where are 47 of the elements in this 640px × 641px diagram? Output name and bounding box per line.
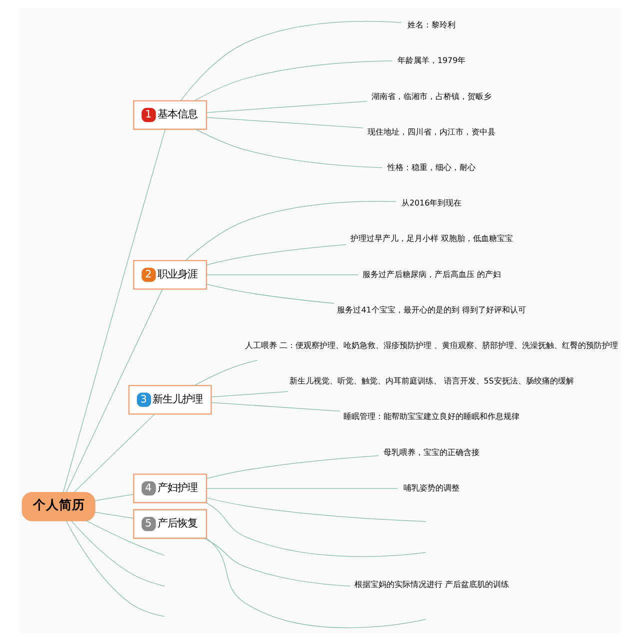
connector (71, 520, 165, 586)
node-box: 2 职业身涯 (133, 260, 208, 290)
node-text: 哺乳姿势的调整 (404, 483, 460, 492)
connector (74, 414, 155, 493)
connector (66, 520, 165, 617)
node-text: 睡眠管理：能帮助宝宝建立良好的睡眠和作息规律 (344, 412, 520, 422)
node-box: 个人简历 (22, 492, 96, 522)
connector (206, 244, 347, 266)
connector (94, 512, 134, 519)
connector (211, 391, 288, 398)
connector (185, 200, 396, 261)
connector (206, 502, 426, 557)
node-text: 新生儿视觉、听觉、触觉、内耳前庭训练、 语言开发、5S安抚法、肠绞痛的缓解 (289, 376, 574, 386)
node-text: 母乳喂养，宝宝的正确含接 (384, 448, 480, 457)
node-text: 湖南省，临湘市，占桥镇，贺畈乡 (372, 92, 492, 101)
node-text: 服务过产后糖尿病，产后高血压 的产妇 (362, 270, 501, 279)
node-text: 护理过早产儿，足月小样 双胞胎，低血糖宝宝 (350, 234, 513, 244)
connector (206, 498, 426, 522)
connector (206, 100, 368, 113)
node-text: 年龄属羊，1979年 (397, 56, 466, 66)
connector (66, 289, 163, 492)
connector (86, 520, 165, 556)
connector (196, 129, 383, 168)
node-box: 4 产妇护理 (133, 474, 208, 504)
connector (211, 402, 340, 412)
connector (204, 538, 351, 586)
node-text: 从2016年到现在 (401, 198, 462, 208)
node-text: 人工喂养 二：便观察护理、呛奶急救、湿疹预防护理 、黄疸观察、脐部护理、洗澡抚触、红臀的预防护理 (245, 340, 618, 350)
connector (180, 21, 402, 102)
node-text: 姓名：黎玲利 (408, 20, 456, 30)
node-text: 现住地址，四川省，内江市，资中县 (368, 127, 496, 136)
connector (206, 284, 334, 304)
node-box: 1 基本信息 (133, 100, 208, 130)
node-box: 5 产后恢复 (133, 509, 208, 539)
connector (206, 488, 398, 489)
connector (194, 60, 393, 102)
connector (206, 274, 359, 276)
connector (206, 538, 426, 628)
connector (206, 117, 364, 128)
connector (94, 494, 134, 501)
node-text: 服务过41个宝宝，最开心的是的到 得到了好评和认可 (337, 305, 526, 314)
node-box: 3 新生儿护理 (128, 384, 212, 415)
node-text: 性格：稳重，细心，耐心 (388, 163, 476, 172)
node-text: 根据宝妈的实际情况进行 产后盆底肌的训练 (354, 580, 509, 589)
connector (206, 455, 379, 479)
connector (63, 128, 166, 493)
connector (194, 360, 258, 386)
